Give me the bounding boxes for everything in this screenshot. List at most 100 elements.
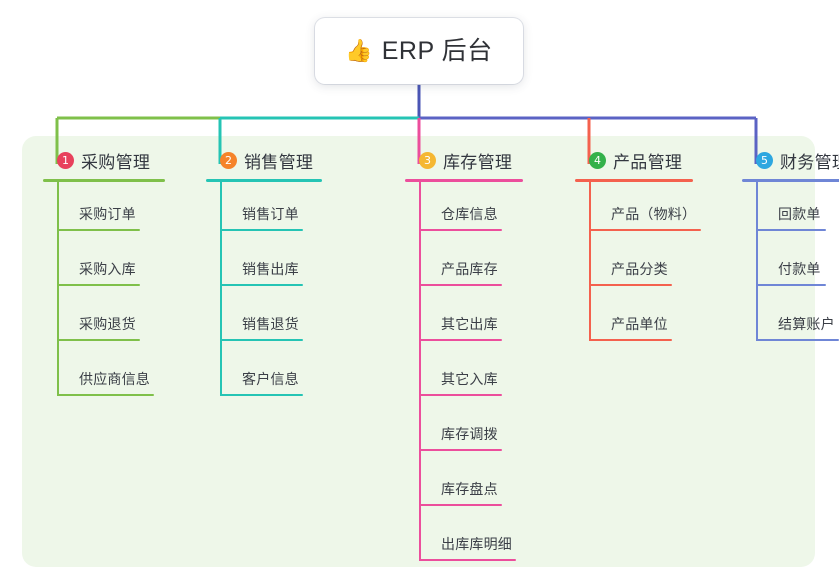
branch-spine xyxy=(419,182,421,561)
leaf-item-rule xyxy=(419,284,502,286)
branch-number-badge: 1 xyxy=(57,151,74,169)
leaf-item-label: 销售订单 xyxy=(242,206,299,222)
leaf-item-label: 出库库明细 xyxy=(441,536,512,552)
branch-header-rule xyxy=(405,179,523,182)
leaf-item[interactable]: 付款单 xyxy=(742,237,839,292)
branch-column-5: 5 财务管理回款单付款单结算账户 xyxy=(742,148,839,347)
branch-number-badge: 3 xyxy=(419,151,436,169)
leaf-item[interactable]: 产品单位 xyxy=(575,292,693,347)
branch-column-4: 4 产品管理产品（物料） 产品分类产品单位 xyxy=(575,148,701,347)
leaf-item-label: 库存盘点 xyxy=(441,481,498,497)
leaf-item[interactable]: 结算账户 xyxy=(742,292,839,347)
branch-items: 回款单付款单结算账户 xyxy=(742,182,839,347)
branch-number-badge: 2 xyxy=(220,151,237,169)
leaf-item-rule xyxy=(756,229,826,231)
leaf-item-rule xyxy=(756,284,826,286)
leaf-item[interactable]: 产品（物料） xyxy=(575,182,701,237)
leaf-item-label: 付款单 xyxy=(778,261,821,277)
leaf-item-label: 回款单 xyxy=(778,206,821,222)
branch-header-4[interactable]: 4 产品管理 xyxy=(575,148,693,172)
leaf-item-rule xyxy=(220,394,303,396)
leaf-item[interactable]: 销售退货 xyxy=(206,292,322,347)
leaf-item-rule xyxy=(57,339,140,341)
leaf-item-rule xyxy=(220,339,303,341)
branch-number-badge: 5 xyxy=(756,151,773,169)
thumbs-up-emoji: 👍 xyxy=(345,38,373,63)
diagram-background-panel xyxy=(22,136,815,567)
leaf-item[interactable]: 库存调拨 xyxy=(405,402,523,457)
leaf-item[interactable]: 采购入库 xyxy=(43,237,165,292)
branch-column-2: 2 销售管理销售订单销售出库销售退货客户信息 xyxy=(206,148,322,402)
branch-header-2[interactable]: 2 销售管理 xyxy=(206,148,322,172)
leaf-item-rule xyxy=(57,229,140,231)
branch-title: 财务管理 xyxy=(780,152,839,172)
branch-spine xyxy=(589,182,591,341)
leaf-item-label: 采购退货 xyxy=(79,316,136,332)
branch-number-badge: 4 xyxy=(589,151,606,169)
leaf-item-label: 产品（物料） xyxy=(611,206,697,222)
leaf-item-label: 产品库存 xyxy=(441,261,498,277)
leaf-item[interactable]: 销售订单 xyxy=(206,182,322,237)
root-node-title: ERP 后台 xyxy=(381,36,493,65)
branch-title: 库存管理 xyxy=(443,152,513,172)
leaf-item-label: 结算账户 xyxy=(778,316,835,332)
leaf-item[interactable]: 出库库明细 xyxy=(405,512,523,567)
leaf-item[interactable]: 回款单 xyxy=(742,182,839,237)
root-node-card[interactable]: 👍 ERP 后台 xyxy=(315,18,523,84)
leaf-item-label: 客户信息 xyxy=(242,371,299,387)
branch-header-rule xyxy=(575,179,693,182)
leaf-item[interactable]: 采购订单 xyxy=(43,182,165,237)
leaf-item-label: 产品分类 xyxy=(611,261,668,277)
leaf-item-rule xyxy=(57,394,154,396)
leaf-item[interactable]: 销售出库 xyxy=(206,237,322,292)
leaf-item-label: 其它出库 xyxy=(441,316,498,332)
leaf-item-label: 库存调拨 xyxy=(441,426,498,442)
leaf-item-label: 采购入库 xyxy=(79,261,136,277)
leaf-item-rule xyxy=(419,229,502,231)
leaf-item-rule xyxy=(419,449,502,451)
leaf-item[interactable]: 采购退货 xyxy=(43,292,165,347)
branch-items: 采购订单采购入库采购退货供应商信息 xyxy=(43,182,165,402)
branch-header-5[interactable]: 5 财务管理 xyxy=(742,148,839,172)
leaf-item-rule xyxy=(589,284,672,286)
leaf-item-rule xyxy=(589,229,701,231)
branch-header-rule xyxy=(742,179,839,182)
branch-items: 产品（物料） 产品分类产品单位 xyxy=(575,182,701,347)
leaf-item[interactable]: 产品分类 xyxy=(575,237,693,292)
branch-title: 采购管理 xyxy=(81,152,151,172)
branch-column-3: 3 库存管理仓库信息产品库存其它出库其它入库库存调拨库存盘点出库库明细 xyxy=(405,148,523,567)
leaf-item[interactable]: 其它出库 xyxy=(405,292,523,347)
leaf-item[interactable]: 产品库存 xyxy=(405,237,523,292)
leaf-item[interactable]: 仓库信息 xyxy=(405,182,523,237)
leaf-item-rule xyxy=(419,504,502,506)
branch-header-rule xyxy=(43,179,165,182)
leaf-item[interactable]: 客户信息 xyxy=(206,347,322,402)
branch-title: 产品管理 xyxy=(613,152,683,172)
branch-header-rule xyxy=(206,179,322,182)
branch-column-1: 1 采购管理采购订单采购入库采购退货供应商信息 xyxy=(43,148,165,402)
leaf-item-label: 销售退货 xyxy=(242,316,299,332)
branch-spine xyxy=(756,182,758,341)
leaf-item-rule xyxy=(220,284,303,286)
leaf-item-rule xyxy=(419,559,516,561)
leaf-item-label: 仓库信息 xyxy=(441,206,498,222)
leaf-item-rule xyxy=(589,339,672,341)
branch-spine xyxy=(57,182,59,396)
leaf-item-label: 采购订单 xyxy=(79,206,136,222)
leaf-item-label: 销售出库 xyxy=(242,261,299,277)
leaf-item-rule xyxy=(419,394,502,396)
branch-header-1[interactable]: 1 采购管理 xyxy=(43,148,165,172)
leaf-item-rule xyxy=(57,284,140,286)
leaf-item-label: 产品单位 xyxy=(611,316,668,332)
leaf-item[interactable]: 库存盘点 xyxy=(405,457,523,512)
leaf-item[interactable]: 供应商信息 xyxy=(43,347,165,402)
leaf-item-label: 供应商信息 xyxy=(79,371,150,387)
leaf-item-rule xyxy=(220,229,303,231)
leaf-item-rule xyxy=(419,339,502,341)
branch-items: 仓库信息产品库存其它出库其它入库库存调拨库存盘点出库库明细 xyxy=(405,182,523,567)
leaf-item-rule xyxy=(756,339,839,341)
branch-title: 销售管理 xyxy=(244,152,314,172)
branch-header-3[interactable]: 3 库存管理 xyxy=(405,148,523,172)
leaf-item[interactable]: 其它入库 xyxy=(405,347,523,402)
leaf-item-label: 其它入库 xyxy=(441,371,498,387)
